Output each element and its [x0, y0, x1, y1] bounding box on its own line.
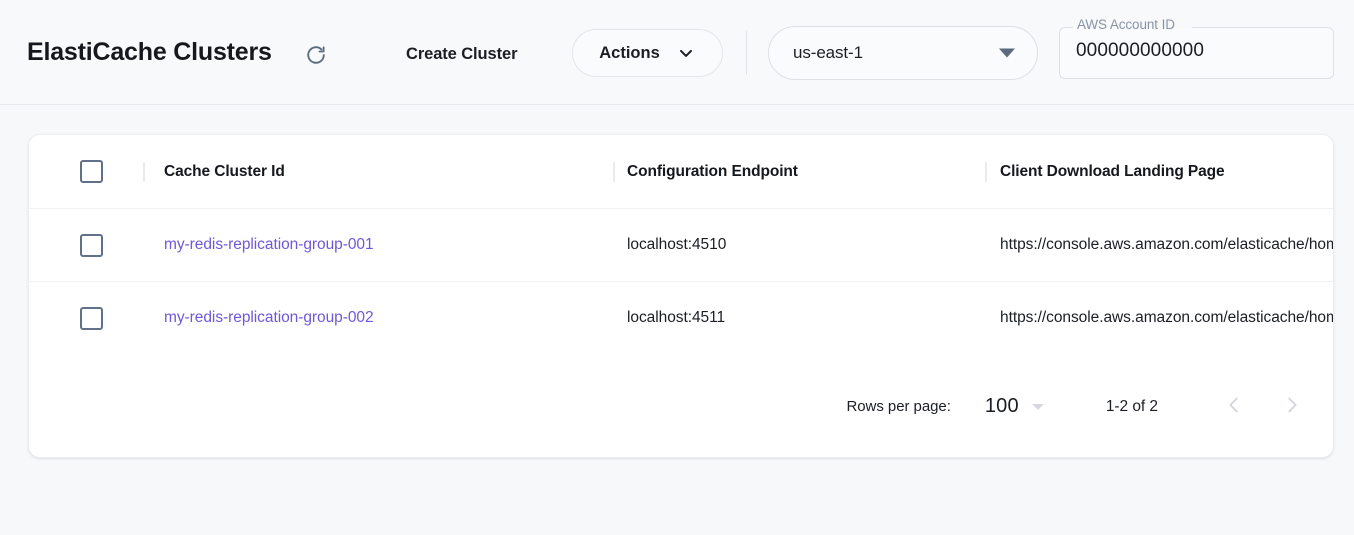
- actions-button-label: Actions: [599, 43, 660, 62]
- actions-button[interactable]: Actions: [572, 29, 723, 77]
- region-select-value: us-east-1: [793, 43, 863, 62]
- rows-per-page-value: 100: [984, 395, 1019, 417]
- row-checkbox[interactable]: [80, 233, 103, 257]
- select-all-cell: [29, 160, 135, 183]
- row-checkbox[interactable]: [80, 306, 103, 330]
- refresh-button[interactable]: [301, 41, 331, 71]
- rows-per-page-select[interactable]: 100: [985, 395, 1044, 418]
- row-select-cell: [29, 306, 135, 330]
- chevron-right-icon: [1281, 394, 1303, 419]
- column-header-configuration-endpoint[interactable]: Configuration Endpoint: [627, 162, 798, 180]
- column-divider: [985, 161, 987, 182]
- column-header-cache-cluster-id[interactable]: Cache Cluster Id: [164, 162, 285, 180]
- rows-per-page-label: Rows per page:: [846, 398, 951, 415]
- chevron-down-icon: [676, 43, 696, 63]
- cluster-id-link[interactable]: my-redis-replication-group-001: [164, 236, 374, 253]
- refresh-icon: [305, 44, 327, 69]
- select-all-checkbox[interactable]: [80, 160, 103, 183]
- aws-account-id-field[interactable]: AWS Account ID 000000000000: [1059, 17, 1334, 79]
- cell-cache-cluster-id: my-redis-replication-group-002: [135, 309, 605, 327]
- create-cluster-button[interactable]: Create Cluster: [406, 41, 518, 67]
- column-divider: [613, 161, 615, 182]
- next-page-button[interactable]: [1272, 387, 1312, 427]
- table-pagination: Rows per page: 100 1-2 of 2: [29, 354, 1333, 457]
- column-header-client-download-landing-page[interactable]: Client Download Landing Page: [1000, 162, 1225, 180]
- caret-down-icon: [1031, 403, 1044, 410]
- column-divider: [143, 161, 145, 182]
- cell-client-download-landing-page: https://console.aws.amazon.com/elasticac…: [1000, 236, 1333, 253]
- caret-down-icon: [999, 48, 1015, 58]
- account-field-notch: [1073, 26, 1192, 28]
- table-header-row: Cache Cluster Id Configuration Endpoint …: [29, 135, 1333, 208]
- previous-page-button[interactable]: [1214, 387, 1254, 427]
- aws-account-id-value: 000000000000: [1076, 40, 1205, 61]
- region-select[interactable]: us-east-1: [768, 26, 1038, 80]
- row-select-cell: [29, 233, 135, 257]
- page-title: ElastiCache Clusters: [27, 38, 272, 66]
- aws-account-id-label: AWS Account ID: [1077, 17, 1175, 32]
- clusters-table: Cache Cluster Id Configuration Endpoint …: [29, 135, 1333, 457]
- cluster-id-link[interactable]: my-redis-replication-group-002: [164, 309, 374, 326]
- table-row[interactable]: my-redis-replication-group-002 localhost…: [29, 281, 1333, 354]
- table-row[interactable]: my-redis-replication-group-001 localhost…: [29, 208, 1333, 281]
- header-divider: [746, 31, 747, 75]
- cell-cache-cluster-id: my-redis-replication-group-001: [135, 236, 605, 254]
- cell-configuration-endpoint: localhost:4511: [627, 309, 726, 326]
- cell-configuration-endpoint: localhost:4510: [627, 236, 727, 253]
- cell-client-download-landing-page: https://console.aws.amazon.com/elasticac…: [1000, 309, 1333, 326]
- chevron-left-icon: [1223, 394, 1245, 419]
- pagination-range-label: 1-2 of 2: [1105, 397, 1158, 415]
- clusters-table-card: Cache Cluster Id Configuration Endpoint …: [28, 134, 1334, 458]
